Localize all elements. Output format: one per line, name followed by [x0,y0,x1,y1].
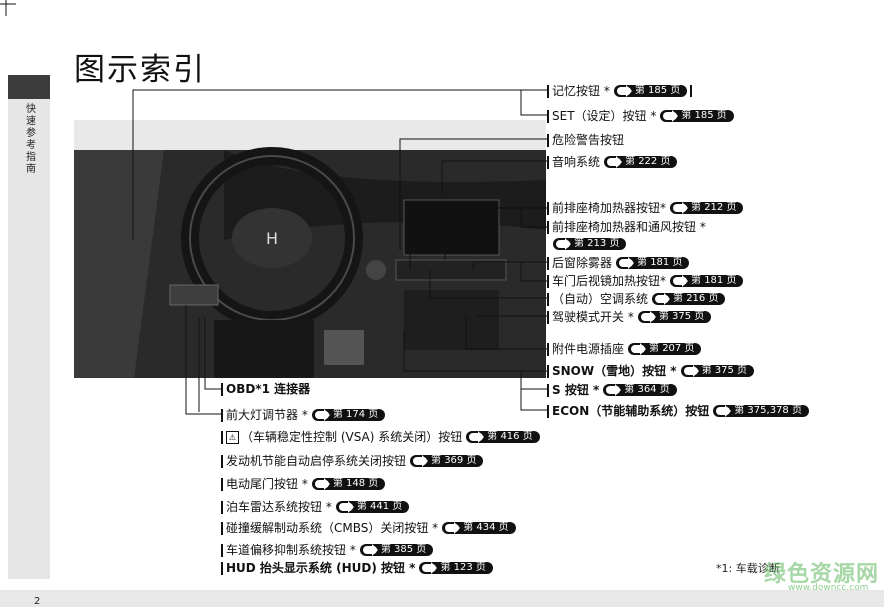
footnote: *1: 车载诊断 [716,562,780,575]
page-ref-badge[interactable]: 第 369 页 [410,455,484,467]
label-vsa-off-button: ⚠（车辆稳定性控制 (VSA) 系统关闭）按钮 第 416 页 [221,430,540,444]
page-ref-badge[interactable]: 第 434 页 [442,522,516,534]
arrow-icon [655,293,671,305]
page-ref-badge[interactable]: 第 441 页 [335,501,410,513]
page-ref-badge[interactable]: 第 148 页 [311,478,386,490]
arrow-icon [606,384,622,396]
label-cmbs-off-button: 碰撞缓解制动系统（CMBS）关闭按钮 * 第 434 页 [221,521,516,535]
label-seat-heater-vent-ref: 第 213 页 [553,238,627,250]
label-set-button: SET（设定）按钮 * 第 185 页 [547,109,734,123]
label-memory-button: 记忆按钮 * 第 185 页 [547,84,693,98]
label-seat-heater-button: 前排座椅加热器按钮* 第 212 页 [547,201,744,215]
side-tab-marker [8,75,50,99]
label-drive-mode-switch: 驾驶模式开关 * 第 375 页 [547,310,712,324]
page-ref-badge[interactable]: 第 216 页 [652,293,726,305]
page-ref-badge[interactable]: 第 181 页 [616,257,690,269]
page-ref-badge[interactable]: 第 181 页 [670,275,744,287]
bottom-bar [0,590,884,607]
label-mirror-heater-button: 车门后视镜加热按钮* 第 181 页 [547,274,744,288]
label-headlight-adjuster: 前大灯调节器 * 第 174 页 [221,408,386,422]
vsa-icon: ⚠ [226,430,239,444]
page-ref-badge[interactable]: 第 174 页 [311,409,386,421]
dashboard-photo: H [74,120,546,378]
page-ref-badge[interactable]: 第 375 页 [637,311,712,323]
arrow-icon [413,455,429,467]
arrow-icon [469,431,485,443]
arrow-icon [640,311,656,323]
arrow-icon [607,156,623,168]
page-title: 图示索引 [74,52,206,88]
page-number: 2 [34,596,41,607]
arrow-icon [716,405,732,417]
crop-mark-icon [0,0,16,16]
arrow-icon [314,478,330,490]
label-climate-control: （自动）空调系统 第 216 页 [547,292,726,306]
arrow-icon [631,343,647,355]
page-ref-badge[interactable]: 第 123 页 [419,562,493,574]
label-rear-defroster: 后窗除雾器 第 181 页 [547,256,690,270]
label-hud-button: HUD 抬头显示系统 (HUD) 按钮 * 第 123 页 [221,561,493,575]
arrow-icon [556,238,571,250]
page-ref-badge[interactable]: 第 213 页 [553,238,627,250]
arrow-icon [422,562,438,574]
page-ref-badge[interactable]: 第 364 页 [603,384,677,396]
label-snow-button: SNOW（雪地）按钮 * 第 375 页 [547,364,755,378]
arrow-icon [362,544,378,556]
page-ref-badge[interactable]: 第 207 页 [628,343,702,355]
label-econ-button: ECON（节能辅助系统）按钮 第 375,378 页 [547,404,809,418]
arrow-icon [619,257,635,269]
watermark-url: www.downcc.com [788,583,869,593]
label-power-outlet: 附件电源插座 第 207 页 [547,342,702,356]
arrow-icon [683,365,699,377]
label-hazard-button: 危险警告按钮 [547,133,624,147]
arrow-icon [673,202,689,214]
page-ref-badge[interactable]: 第 222 页 [604,156,678,168]
page-ref-badge[interactable]: 第 385 页 [359,544,434,556]
page-ref-badge[interactable]: 第 375 页 [680,365,755,377]
label-obd-connector: OBD*1 连接器 [221,382,310,396]
label-lane-keeping-button: 车道偏移抑制系统按钮 * 第 385 页 [221,543,434,557]
page-ref-badge[interactable]: 第 375,378 页 [713,405,809,417]
label-seat-heater-vent-button: 前排座椅加热器和通风按钮 * [547,220,706,234]
side-strip [8,99,50,579]
arrow-icon [338,501,354,513]
arrow-icon [314,409,330,421]
label-idle-stop-off-button: 发动机节能自动启停系统关闭按钮 第 369 页 [221,454,484,468]
arrow-icon [673,275,689,287]
arrow-icon [445,522,461,534]
label-s-button: S 按钮 * 第 364 页 [547,383,677,397]
page-ref-badge[interactable]: 第 185 页 [613,85,688,97]
label-parking-sensor-button: 泊车雷达系统按钮 * 第 441 页 [221,500,410,514]
watermark-text: 绿色资源网 [764,562,880,587]
arrow-icon [616,85,632,97]
arrow-icon [663,110,679,122]
svg-text:H: H [266,229,278,248]
page-ref-badge[interactable]: 第 212 页 [670,202,744,214]
label-audio-system: 音响系统 第 222 页 [547,155,678,169]
side-tab-label: 快速参考指南 [26,104,36,175]
label-power-tailgate-button: 电动尾门按钮 * 第 148 页 [221,477,386,491]
page-ref-badge[interactable]: 第 416 页 [466,431,540,443]
page-ref-badge[interactable]: 第 185 页 [660,110,734,122]
